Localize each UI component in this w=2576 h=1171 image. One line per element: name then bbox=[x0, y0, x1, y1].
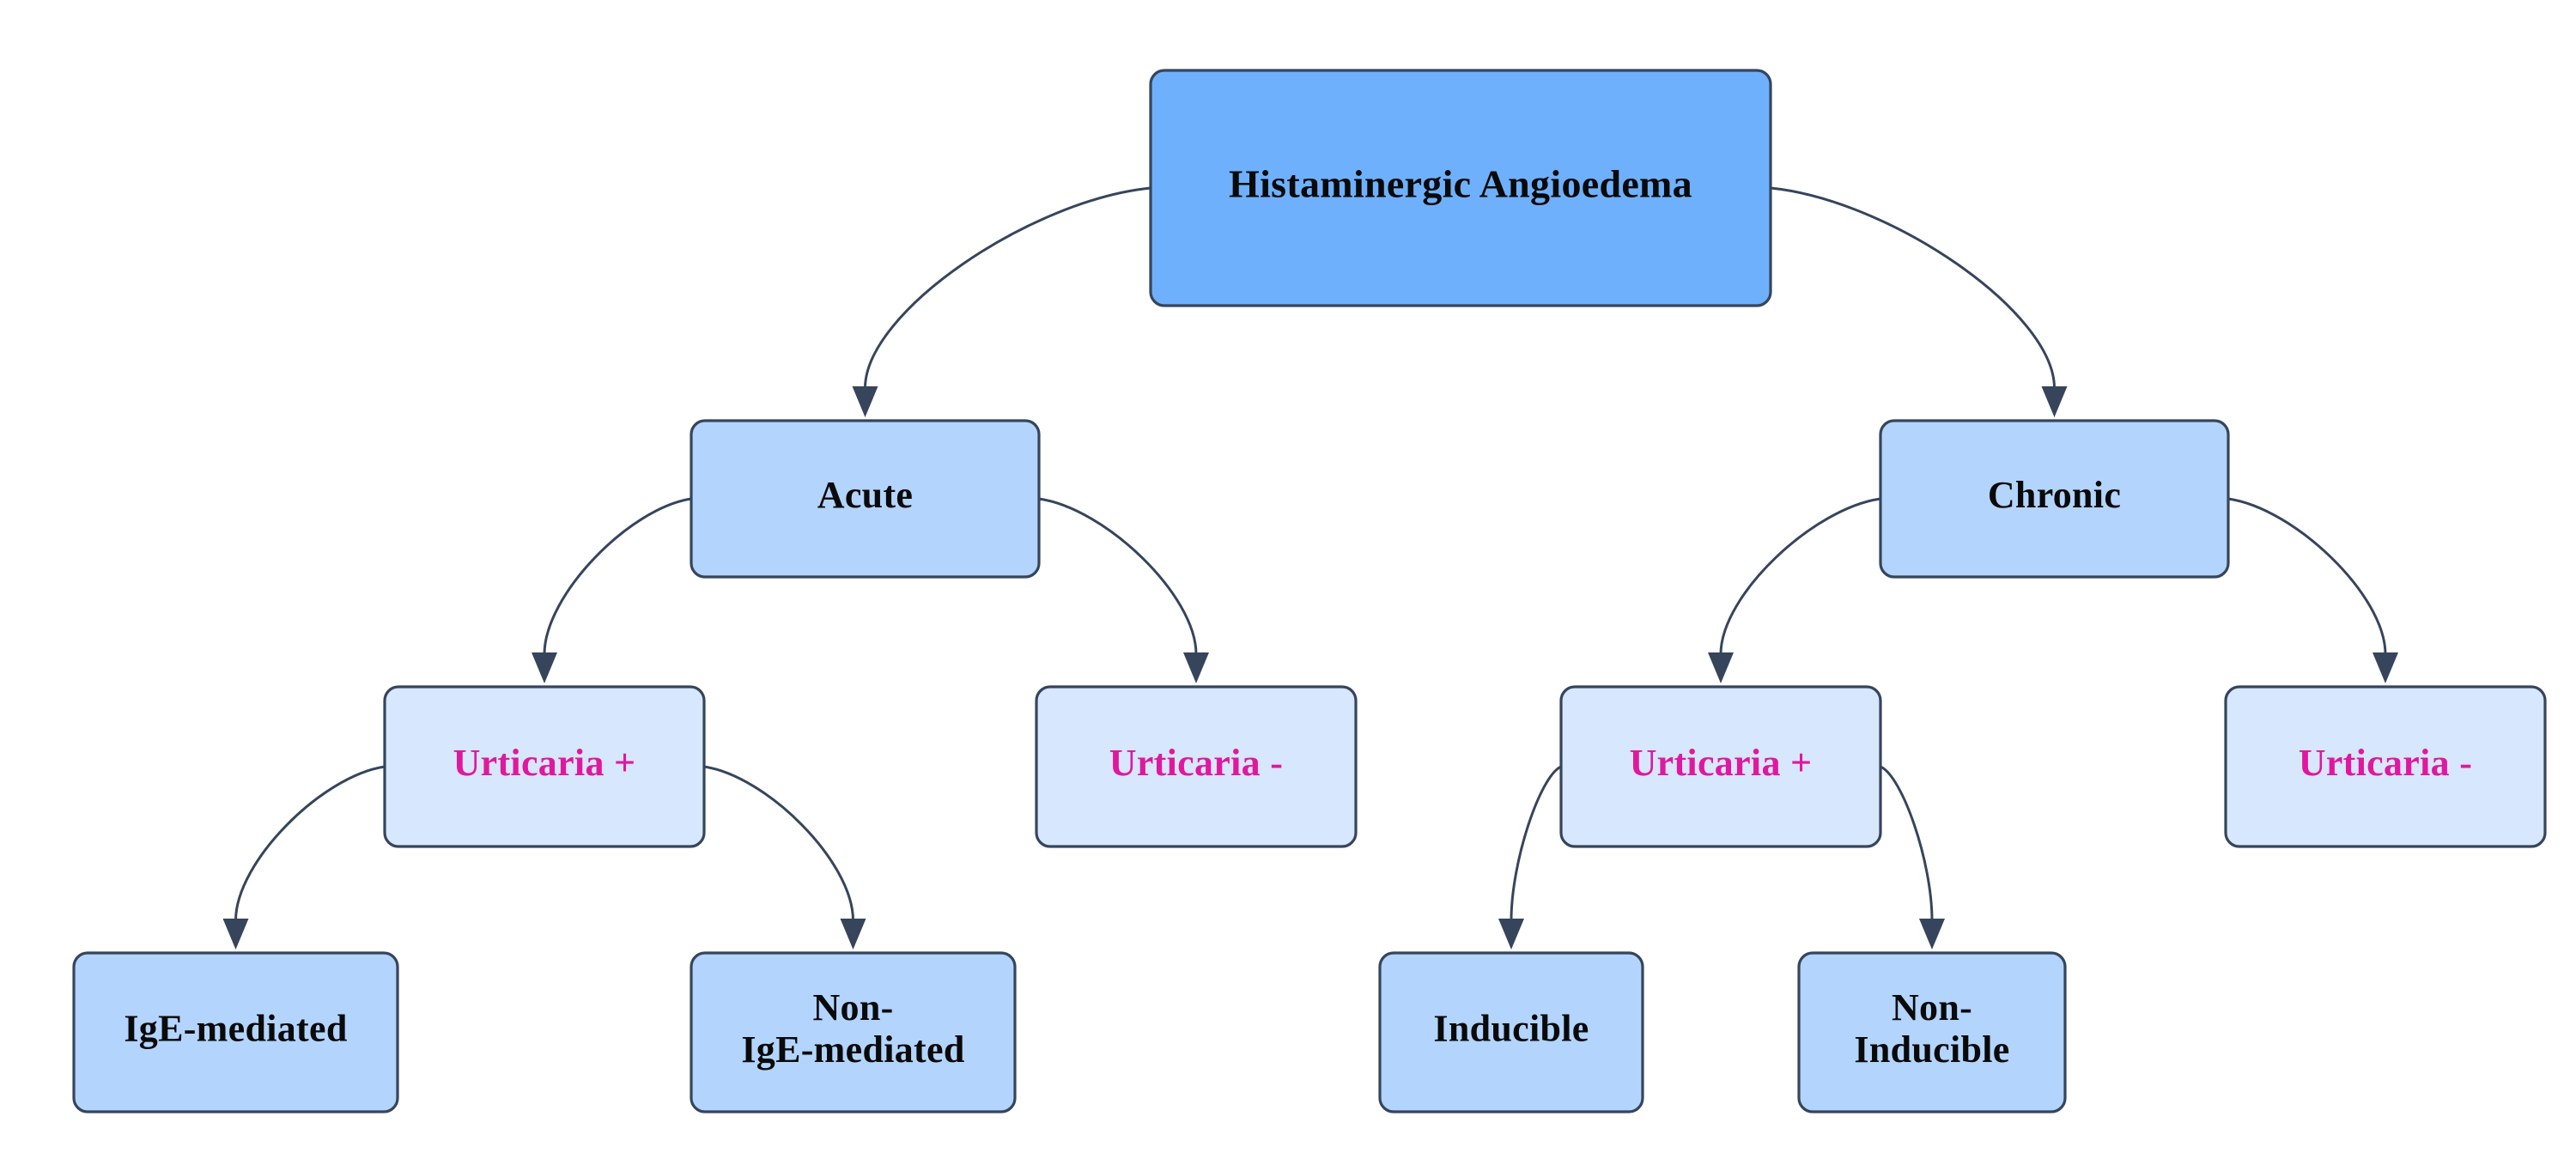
node-box bbox=[1879, 419, 2230, 579]
flow-node-chronic[interactable]: Chronic bbox=[1879, 419, 2230, 579]
arrowhead-icon bbox=[2041, 386, 2068, 417]
edge-line bbox=[703, 765, 854, 921]
node-label: Non- bbox=[1892, 986, 1972, 1028]
flow-edge-acute-urt-pos bbox=[532, 497, 692, 683]
node-label: Inducible bbox=[1854, 1028, 2009, 1071]
arrowhead-icon bbox=[852, 386, 878, 417]
arrowhead-icon bbox=[1919, 919, 1945, 950]
node-box bbox=[72, 951, 399, 1113]
node-label: Non- bbox=[812, 986, 893, 1028]
edge-line bbox=[1038, 497, 1198, 655]
arrowhead-icon bbox=[1183, 652, 1209, 683]
node-label: Histaminergic Angioedema bbox=[1229, 162, 1692, 206]
arrowhead-icon bbox=[222, 919, 249, 950]
arrowhead-icon bbox=[532, 652, 557, 683]
edge-line bbox=[1770, 186, 2056, 389]
edge-line bbox=[2227, 497, 2387, 655]
flow-node-inducible[interactable]: Inducible bbox=[1378, 951, 1644, 1113]
node-label: Urticaria + bbox=[453, 742, 636, 784]
flow-edge-aup-nonige bbox=[703, 765, 866, 950]
node-label: Urticaria - bbox=[2299, 742, 2472, 784]
node-label: Inducible bbox=[1433, 1008, 1589, 1050]
flow-edge-cup-nonind bbox=[1880, 765, 1945, 950]
node-box bbox=[1559, 685, 1882, 848]
flow-edge-root-acute bbox=[852, 186, 1151, 417]
flow-node-acute-urticaria-neg[interactable]: Urticaria - bbox=[1035, 685, 1358, 848]
flow-edge-acute-urt-neg bbox=[1038, 497, 1209, 683]
flow-edge-chronic-urt-neg bbox=[2227, 497, 2398, 683]
flow-edge-root-chronic bbox=[1770, 186, 2068, 417]
arrowhead-icon bbox=[2372, 652, 2398, 683]
node-label: IgE-mediated bbox=[124, 1008, 347, 1050]
node-box bbox=[1035, 685, 1358, 848]
node-label: Urticaria - bbox=[1109, 742, 1283, 784]
node-label: Acute bbox=[817, 474, 913, 516]
node-label: Chronic bbox=[1988, 474, 2121, 516]
arrowhead-icon bbox=[1708, 652, 1734, 683]
node-box bbox=[1149, 69, 1772, 307]
edge-line bbox=[864, 186, 1151, 389]
flow-edge-chronic-urt-pos bbox=[1708, 497, 1881, 683]
flow-node-acute-urticaria-pos[interactable]: Urticaria + bbox=[383, 685, 706, 848]
flow-edge-aup-ige bbox=[222, 765, 386, 950]
node-box bbox=[690, 951, 1017, 1113]
edge-line bbox=[1880, 765, 1934, 921]
node-box bbox=[1378, 951, 1644, 1113]
node-box bbox=[2224, 685, 2547, 848]
flow-node-root[interactable]: Histaminergic Angioedema bbox=[1149, 69, 1772, 307]
flow-node-non-inducible[interactable]: Non-Inducible bbox=[1797, 951, 2067, 1113]
flow-edge-cup-ind bbox=[1498, 765, 1562, 950]
node-box bbox=[383, 685, 706, 848]
flow-node-acute[interactable]: Acute bbox=[690, 419, 1041, 579]
edge-line bbox=[543, 497, 692, 655]
arrowhead-icon bbox=[1498, 919, 1524, 950]
flow-node-non-ige-mediated[interactable]: Non-IgE-mediated bbox=[690, 951, 1017, 1113]
edge-line bbox=[1510, 765, 1562, 921]
flow-node-ige-mediated[interactable]: IgE-mediated bbox=[72, 951, 399, 1113]
node-label: IgE-mediated bbox=[741, 1028, 964, 1071]
flow-node-chronic-urticaria-pos[interactable]: Urticaria + bbox=[1559, 685, 1882, 848]
edge-line bbox=[234, 765, 386, 921]
node-label: Urticaria + bbox=[1630, 742, 1813, 784]
node-box bbox=[690, 419, 1041, 579]
node-box bbox=[1797, 951, 2067, 1113]
edge-line bbox=[1719, 497, 1881, 655]
edges-layer bbox=[222, 186, 2398, 950]
flow-node-chronic-urticaria-neg[interactable]: Urticaria - bbox=[2224, 685, 2547, 848]
arrowhead-icon bbox=[840, 919, 866, 950]
